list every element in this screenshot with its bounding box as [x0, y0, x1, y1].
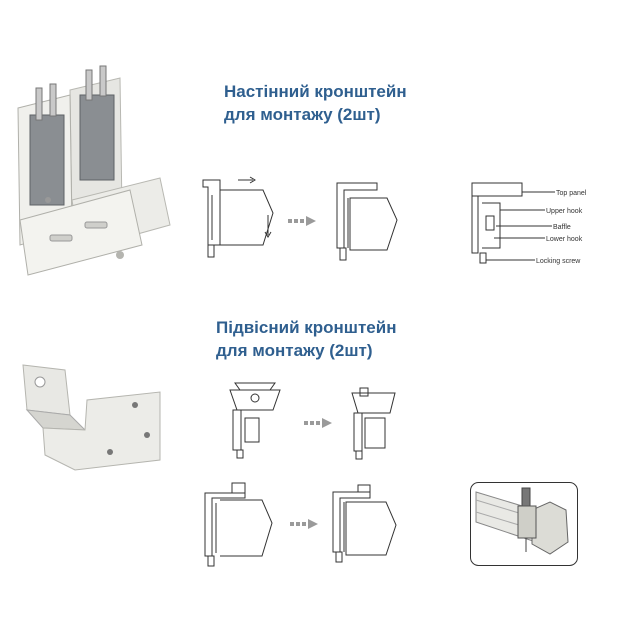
wall-mount-step1-diagram [202, 176, 274, 258]
ceiling-bracket-title-line2: для монтажу (2шт) [216, 341, 373, 360]
ceiling-bracket-title-line1: Підвісний кронштейн [216, 318, 397, 337]
wall-mount-step2-diagram [336, 182, 398, 261]
ceiling-mount-step1-diagram [229, 382, 281, 459]
wall-bracket-title: Настінний кронштейн для монтажу (2шт) [224, 80, 407, 126]
bracket-closeup-image [470, 482, 578, 566]
ceiling-mount-step2-diagram [351, 387, 396, 460]
top-panel-label: Top panel [556, 190, 587, 197]
baffle-label: Baffle [553, 224, 571, 231]
step-arrow-icon [288, 216, 316, 226]
wall-bracket-photo [17, 65, 171, 276]
locking-screw-label: Locking screw [536, 258, 581, 265]
ceiling-mount-step3-diagram [204, 482, 273, 567]
bracket-parts-diagram: Top panel Upper hook Baffle Lower hook L… [471, 182, 587, 265]
wall-bracket-title-line1: Настінний кронштейн [224, 82, 407, 101]
upper-hook-label: Upper hook [546, 208, 583, 215]
ceiling-bracket-title: Підвісний кронштейн для монтажу (2шт) [216, 316, 396, 362]
ceiling-bracket-photo [22, 364, 161, 471]
step-arrow-icon [304, 418, 332, 428]
ceiling-mount-step4-diagram [332, 484, 397, 563]
step-arrow-icon [290, 519, 318, 529]
lower-hook-label: Lower hook [546, 236, 583, 243]
wall-bracket-title-line2: для монтажу (2шт) [224, 105, 381, 124]
